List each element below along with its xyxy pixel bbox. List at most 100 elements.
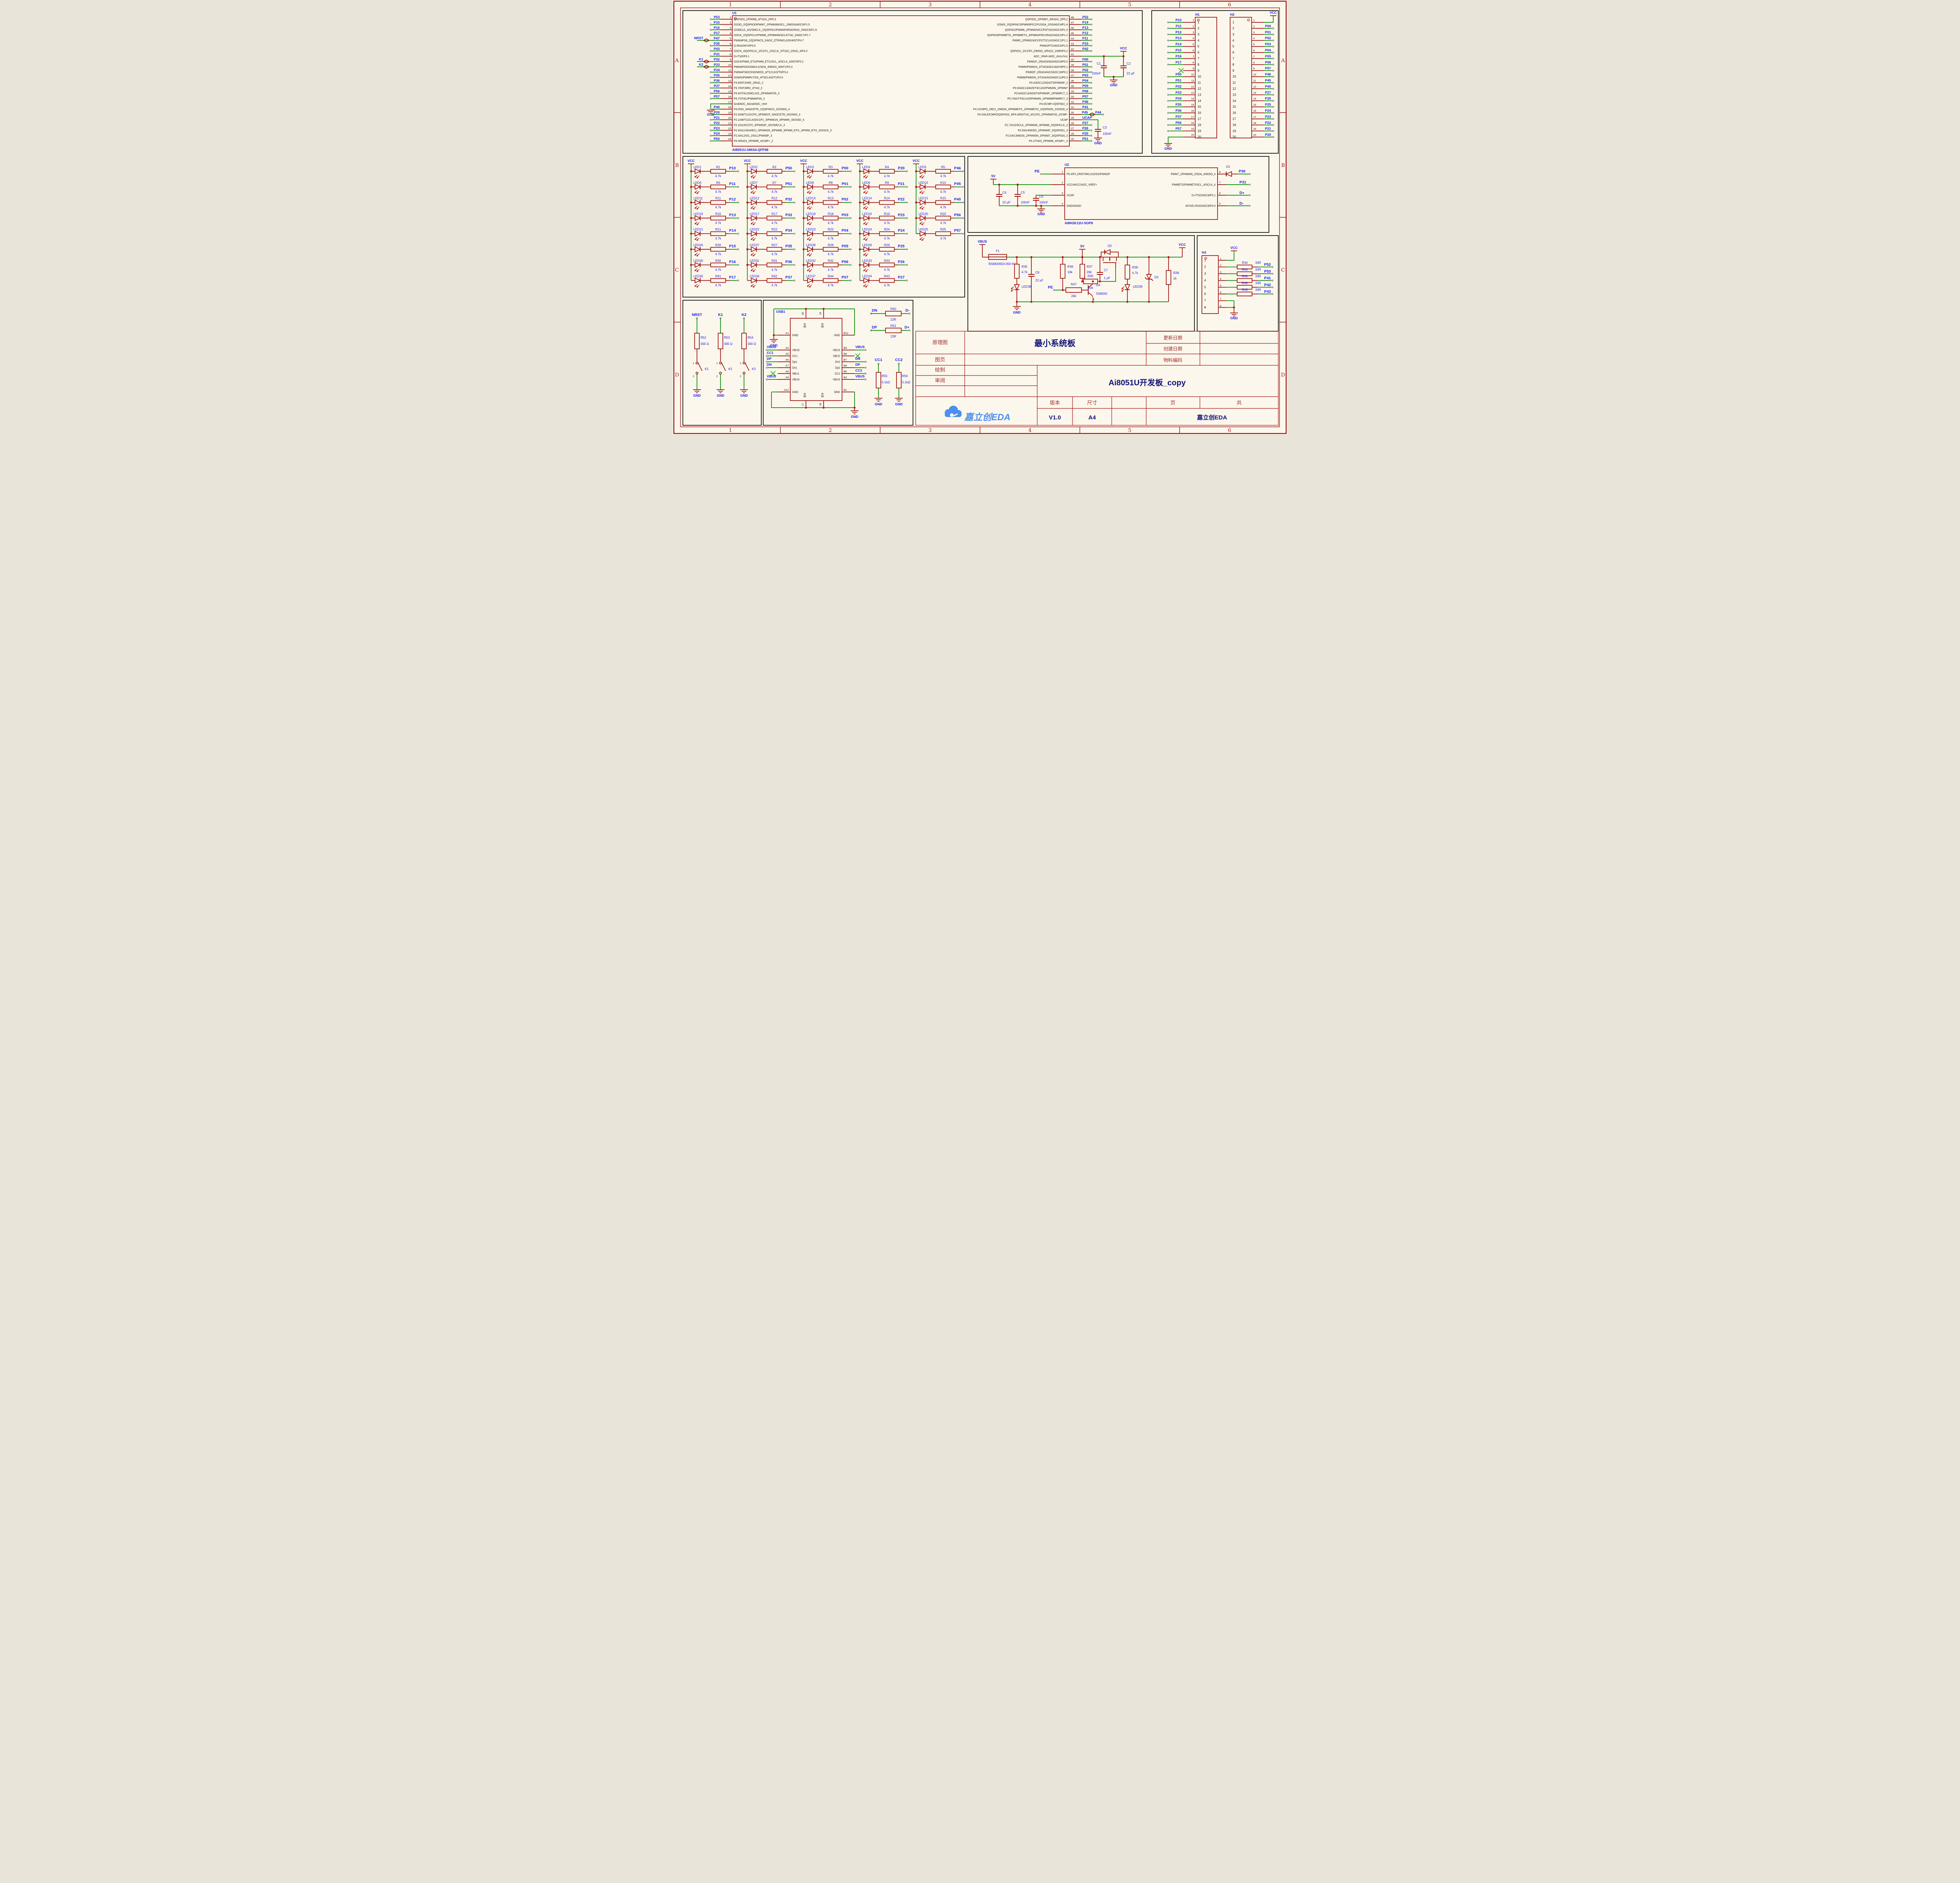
headers-h1-h2-section[interactable]: H111P1022P1133P1244P1355P1466P1577P1688P… — [1164, 11, 1277, 151]
u1-pin-33-P07[interactable]: 33P0.7/AD7/T4CLKO/PWM4N_2/PWM8/PWMFLT_3P… — [1007, 94, 1093, 100]
u1-pin-9-P32[interactable]: 9I2SCK/PWM_ETI2/PWM_ETI1/SCL_4/SCLK_4/IN… — [697, 57, 804, 63]
u1-pin-22-P23[interactable]: 22P2.3/A11/SDA/ECI_3/PWM2N_3/PWM6_3/PWM_… — [710, 126, 832, 132]
d2-mosfet[interactable]: D2 — [1101, 244, 1119, 268]
u1-pin-2-P15[interactable]: 2I2SSD_2/QSPIIO0/PWM7_2/PWM3N/SCL_2/MOSI… — [710, 20, 810, 26]
u1-pin-5-P47[interactable]: 5PWMAPS6_2/QSPINCS_3/ADC_ETR/MCLKO/nRST/… — [694, 36, 804, 42]
d3-zener[interactable]: D3 — [1145, 257, 1159, 303]
u2-net-pe[interactable]: PE — [1034, 169, 1051, 175]
u1-pin-26-P25[interactable]: 26P2.5/A13/MOSI_2/PWM3N_3/PWM7_3/QSPIIO0… — [1006, 131, 1093, 137]
u1-pin-47-P14[interactable]: 47I2SWS_2/QSPINCS/PWM3P/CCP1/SDA_2/SS/AD… — [997, 20, 1093, 26]
u1-pin-20-P21[interactable]: 20P2.1/A9/T11CLKO/CCP1_3/PWM1N_3/PWM5_3/… — [710, 116, 804, 122]
rail-5v-flag[interactable]: 5V — [1079, 244, 1085, 257]
u1-pin-18-P40[interactable]: 18P4.0/SS_3/ADCETR_2/QSPINCS_2/I2SWS_4P4… — [710, 105, 790, 111]
u1-pin-46-P13[interactable]: 46QSPIIO2/PWM6_2/PWM2N/CCP0/TxD2/ADC3/P1… — [1005, 25, 1093, 31]
h1-pin-9[interactable]: 99 — [1178, 67, 1200, 73]
u2-pin-6-D+[interactable]: 6D+/TXD/ADC9/P3.1D+ — [1192, 191, 1251, 197]
u1-pin-41[interactable]: 41ADC_VRef+/ADC_AVcc/VccVCCGNDC1100nFC22… — [1034, 46, 1135, 87]
